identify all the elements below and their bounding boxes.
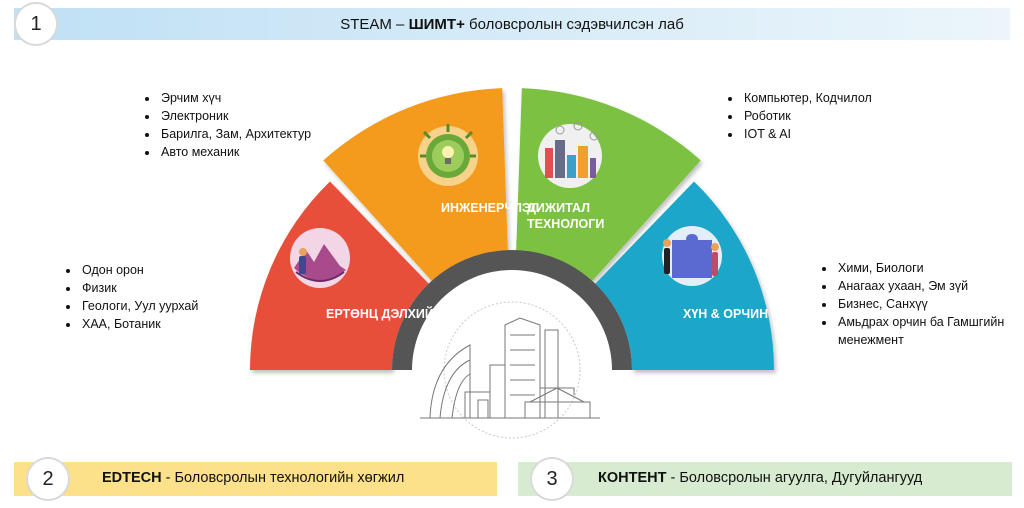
banner-title: STEAM – ШИМТ+ боловсролын сэдэвчилсэн ла… xyxy=(14,16,1010,33)
inner-dashed-circle xyxy=(443,301,581,439)
title-bold: ШИМТ+ xyxy=(408,15,465,33)
edtech-text: EDTECH - Боловсролын технологийн хөгжил xyxy=(102,470,404,486)
earth-topic-item: Геологи, Уул уурхай xyxy=(80,297,198,315)
engineering-topic-item: Эрчим хүч xyxy=(159,89,311,107)
puzzle-people-icon xyxy=(662,226,722,286)
banner-number-1: 1 xyxy=(14,2,58,46)
segment-engineering-label: ИНЖЕНЕРЧЛЭЛ xyxy=(441,201,539,215)
human-topics-list: Хими, БиологиАнагаах ухаан, Эм зүйБизнес… xyxy=(818,259,1011,349)
human-topic-item: Анагаах ухаан, Эм зүй xyxy=(836,277,1011,295)
edtech-bold: EDTECH xyxy=(102,470,162,486)
segment-digital-label: ДИЖИТАЛ xyxy=(527,201,590,215)
content-banner: 3 КОНТЕНТ - Боловсролын агуулга, Дугуйла… xyxy=(518,457,1012,501)
digital-topic-item: Роботик xyxy=(742,107,872,125)
engineering-topics-list: Эрчим хүчЭлектроникБарилга, Зам, Архитек… xyxy=(141,89,311,161)
digital-topic-item: IOT & AI xyxy=(742,125,872,143)
buildings-icon xyxy=(420,317,600,419)
content-bold: КОНТЕНТ xyxy=(598,470,667,486)
engineering-topic-item: Электроник xyxy=(159,107,311,125)
human-topic-item: Амьдрах орчин ба Гамшгийн менежмент xyxy=(836,313,1011,349)
banner-number-3: 3 xyxy=(530,457,574,501)
dark-ring xyxy=(392,250,632,370)
digital-topics-list: Компьютер, КодчилолРоботикIOT & AI xyxy=(724,89,872,143)
earth-topic-item: Физик xyxy=(80,279,198,297)
content-desc: - Боловсролын агуулга, Дугуйлангууд xyxy=(666,470,923,486)
human-topic-item: Хими, Биологи xyxy=(836,259,1011,277)
title-suffix: боловсролын сэдэвчилсэн лаб xyxy=(464,15,684,33)
city-tech-icon xyxy=(538,121,602,188)
segment-digital-label: ТЕХНОЛОГИ xyxy=(527,217,604,231)
top-banner: 1 STEAM – ШИМТ+ боловсролын сэдэвчилсэн … xyxy=(14,2,1010,46)
title-prefix: STEAM – xyxy=(340,15,409,33)
earth-topics-list: Одон оронФизикГеологи, Уул уурхайХАА, Бо… xyxy=(62,261,198,333)
lightbulb-gear-icon xyxy=(418,124,478,186)
edtech-desc: - Боловсролын технологийн хөгжил xyxy=(161,470,405,486)
engineering-topic-item: Барилга, Зам, Архитектур xyxy=(159,125,311,143)
digital-topic-item: Компьютер, Кодчилол xyxy=(742,89,872,107)
edtech-banner: 2 EDTECH - Боловсролын технологийн хөгжи… xyxy=(14,457,497,501)
earth-topic-item: ХАА, Ботаник xyxy=(80,315,198,333)
segment-earth-label: ЕРТӨНЦ ДЭЛХИЙ xyxy=(326,306,434,321)
planet-icon xyxy=(290,228,350,288)
segment-human-label: ХҮН & ОРЧИН xyxy=(683,307,768,321)
banner-number-2: 2 xyxy=(26,457,70,501)
earth-topic-item: Одон орон xyxy=(80,261,198,279)
human-topic-item: Бизнес, Санхүү xyxy=(836,295,1011,313)
content-text: КОНТЕНТ - Боловсролын агуулга, Дугуйланг… xyxy=(598,470,922,486)
engineering-topic-item: Авто механик xyxy=(159,143,311,161)
